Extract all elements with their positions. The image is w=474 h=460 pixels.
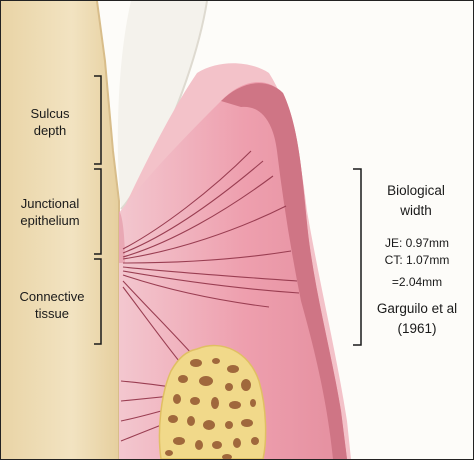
value-total: =2.04mm — [391, 275, 443, 289]
bracket-biological-width — [353, 168, 362, 346]
bracket-connective — [94, 258, 102, 345]
enamel-crown — [117, 1, 207, 209]
connective-fibers — [120, 150, 300, 442]
bracket-sulcus — [94, 75, 102, 165]
tooth-root — [1, 1, 119, 459]
citation: Garguilo et al(1961) — [376, 301, 458, 336]
biological-width-values: JE: 0.97mm CT: 1.07mm — [371, 235, 463, 269]
value-je: JE: 0.97mm — [384, 236, 450, 250]
bracket-junctional — [94, 168, 102, 255]
junctional-epithelium — [119, 211, 125, 263]
gingiva-rim — [221, 83, 347, 459]
alveolar-bone — [158, 344, 267, 459]
left-brackets — [94, 75, 102, 345]
value-ct: CT: 1.07mm — [384, 253, 450, 267]
